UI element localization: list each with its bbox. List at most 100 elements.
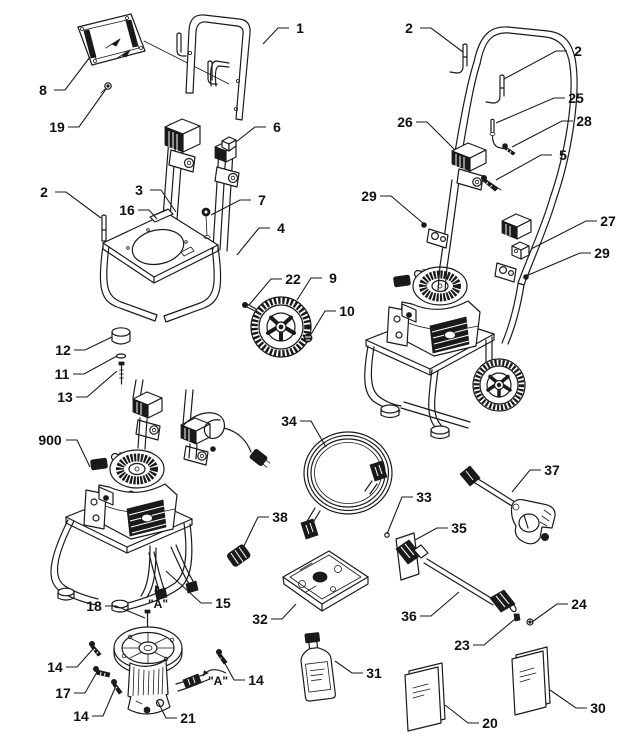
handle-posts <box>132 379 216 466</box>
callout-2: 2 <box>405 20 464 53</box>
wheel-part <box>472 358 526 412</box>
svg-text:17: 17 <box>55 685 71 701</box>
svg-text:14: 14 <box>73 708 89 724</box>
callout-11: 11 <box>55 355 118 382</box>
callout-3: 3 <box>135 182 177 213</box>
power-cord <box>181 412 271 468</box>
callout-29: 29 <box>361 188 425 225</box>
strap-pin-part <box>489 118 507 150</box>
lock-pin-part <box>485 74 505 104</box>
screw-part <box>480 174 502 192</box>
bolt-part <box>201 207 211 239</box>
svg-text:28: 28 <box>576 113 592 129</box>
svg-text:15: 15 <box>215 595 231 611</box>
callout-12: 12 <box>55 336 113 358</box>
assembly-cart-exploded <box>77 13 313 385</box>
panel-part <box>77 13 146 66</box>
callout-2: 2 <box>503 43 582 80</box>
loose-parts <box>226 431 556 732</box>
callout-27: 27 <box>530 213 616 250</box>
handlebar <box>454 26 578 286</box>
callout-30: 30 <box>549 689 606 716</box>
svg-text:35: 35 <box>451 520 467 536</box>
svg-text:29: 29 <box>594 245 610 261</box>
callout-7: 7 <box>210 192 266 216</box>
svg-text:11: 11 <box>55 366 70 382</box>
svg-text:10: 10 <box>339 303 355 319</box>
coupler-part <box>226 544 251 567</box>
callout-24: 24 <box>531 596 587 623</box>
svg-text:9: 9 <box>329 270 337 286</box>
svg-text:8: 8 <box>39 82 47 98</box>
screw-part <box>93 666 111 678</box>
svg-text:32: 32 <box>252 611 268 627</box>
fitting-part <box>526 618 534 626</box>
callout-34: 34 <box>281 413 327 448</box>
wheel-part <box>250 296 312 358</box>
handle-part <box>176 14 251 121</box>
callout-22: 22 <box>248 271 301 306</box>
callout-29: 29 <box>525 245 610 277</box>
svg-text:37: 37 <box>544 462 560 478</box>
screw-part <box>89 641 102 657</box>
pump-body <box>127 659 171 715</box>
outlet-hose <box>175 672 211 692</box>
callout-14: 14 <box>73 687 116 724</box>
callout-26: 26 <box>397 114 456 151</box>
callout-23: 23 <box>454 618 516 653</box>
callout-21: 21 <box>156 699 196 726</box>
oil-bottle-part <box>300 632 336 702</box>
callout-15: 15 <box>165 570 231 611</box>
lock-pin-part <box>449 43 468 74</box>
callout-18: 18 <box>86 598 146 619</box>
callout-1: 1 <box>262 20 304 45</box>
svg-text:3: 3 <box>135 182 143 198</box>
svg-text:2: 2 <box>405 20 413 36</box>
handle-pin-icon <box>176 32 187 57</box>
svg-text:29: 29 <box>361 188 377 204</box>
svg-text:5: 5 <box>559 147 567 163</box>
callout-8: 8 <box>39 56 91 98</box>
svg-text:20: 20 <box>482 715 498 731</box>
svg-text:36: 36 <box>401 608 417 624</box>
svg-text:"A": "A" <box>208 674 228 688</box>
assembly-unit-900 <box>50 379 271 613</box>
nozzle-kit-part <box>395 532 429 581</box>
svg-text:2: 2 <box>40 184 48 200</box>
callout-5: 5 <box>495 147 567 181</box>
clamp-block-part <box>501 213 532 240</box>
svg-text:25: 25 <box>568 90 584 106</box>
wand-part <box>423 558 517 613</box>
svg-text:1: 1 <box>296 20 304 36</box>
svg-text:14: 14 <box>248 672 264 688</box>
callout-16: 16 <box>119 202 158 220</box>
svg-text:12: 12 <box>55 342 71 358</box>
clamp-part <box>451 142 487 191</box>
hose-ends <box>148 544 199 601</box>
pump-flange <box>113 626 183 675</box>
svg-text:18: 18 <box>86 598 102 614</box>
cart-base <box>99 208 222 323</box>
callout-19: 19 <box>49 88 107 135</box>
callout-31: 31 <box>334 660 382 681</box>
callout-A: "A" <box>148 584 168 611</box>
svg-text:16: 16 <box>119 202 135 218</box>
projection-line <box>143 40 230 85</box>
svg-text:2: 2 <box>574 43 582 59</box>
svg-text:7: 7 <box>258 192 266 208</box>
callout-10: 10 <box>309 303 355 337</box>
callout-900: 900 <box>38 432 91 468</box>
svg-text:"A": "A" <box>148 597 168 611</box>
panel-kit-part <box>282 550 369 612</box>
manual-part <box>404 662 446 732</box>
svg-text:31: 31 <box>366 665 382 681</box>
callout-20: 20 <box>444 704 498 731</box>
callout-37: 37 <box>511 462 560 493</box>
spray-gun-part <box>459 465 556 545</box>
svg-text:26: 26 <box>397 114 413 130</box>
svg-text:22: 22 <box>285 271 301 287</box>
svg-text:21: 21 <box>180 710 196 726</box>
svg-text:38: 38 <box>272 509 288 525</box>
knob-part <box>221 136 237 152</box>
